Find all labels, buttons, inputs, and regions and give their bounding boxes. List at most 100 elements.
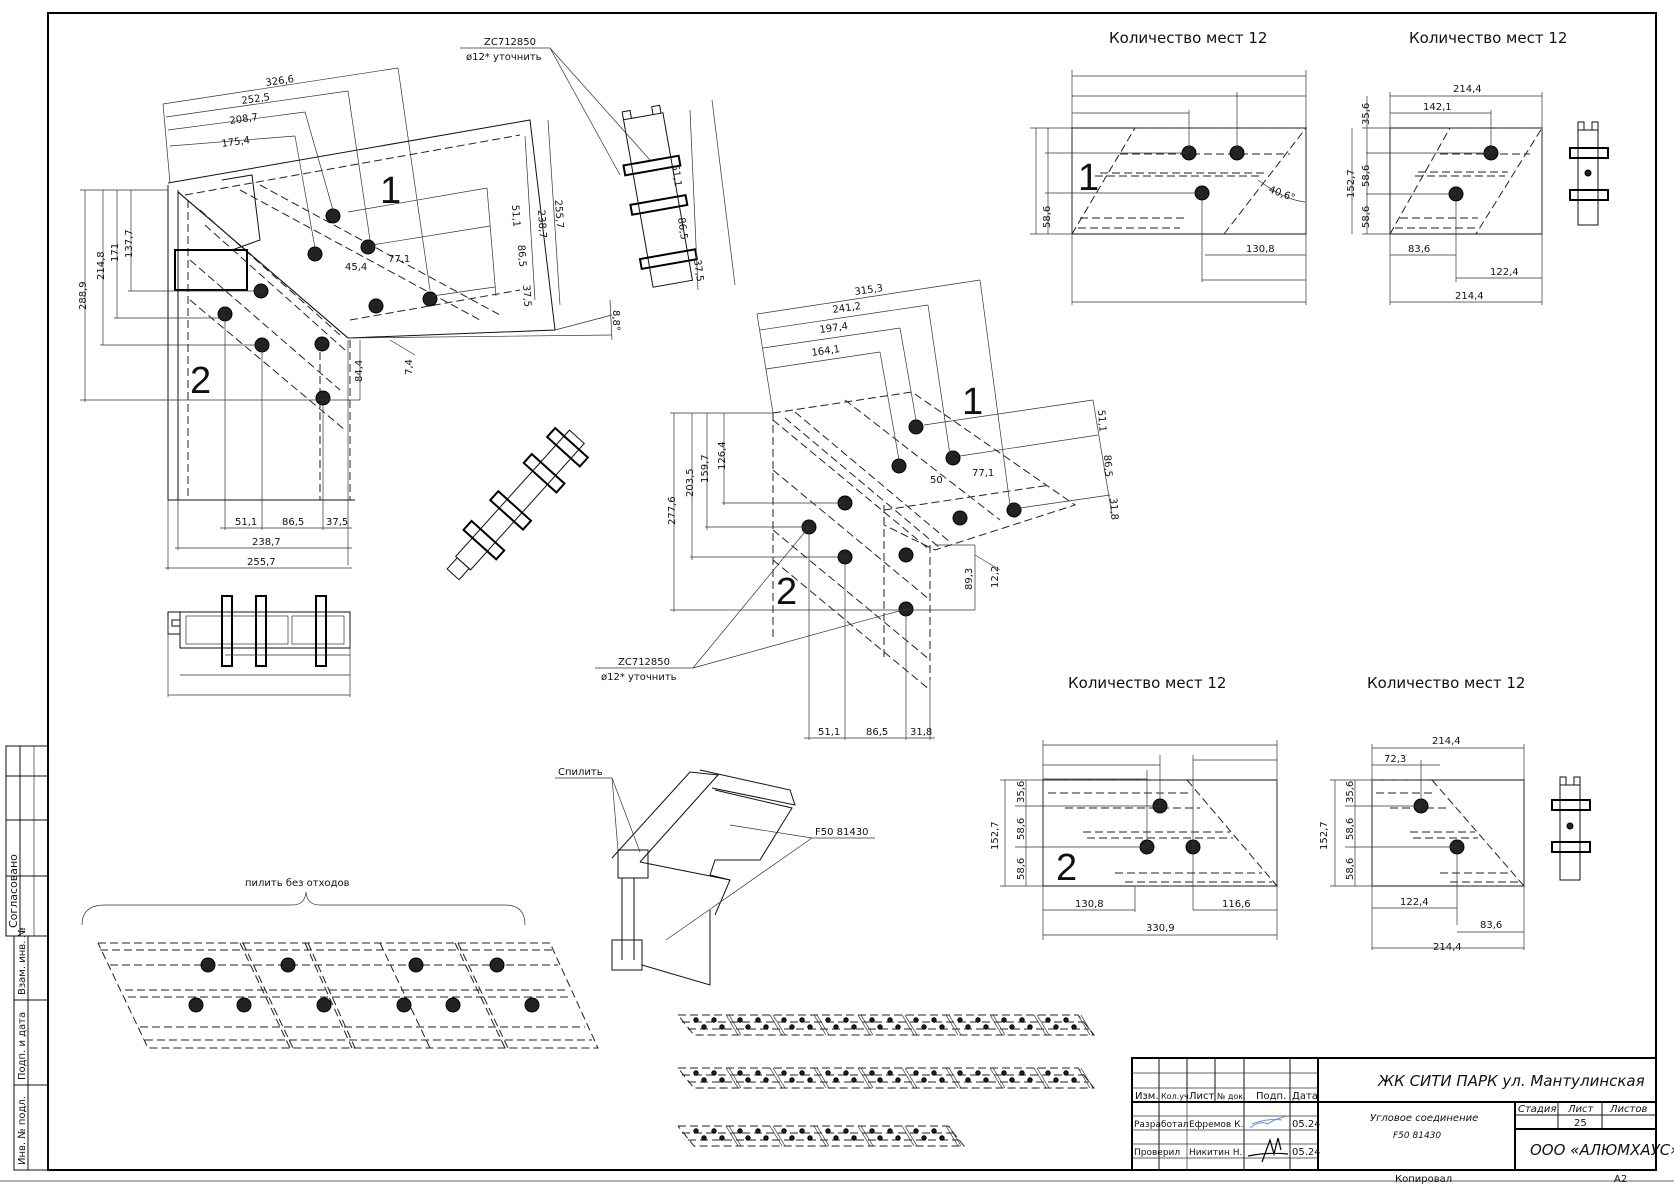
sheets-label: Листов xyxy=(1609,1104,1647,1115)
part-2b-dim-58-6-a: 58,6 xyxy=(1345,818,1356,840)
strip-hole xyxy=(763,1077,769,1083)
strip-hole xyxy=(781,1128,787,1134)
part-1b-dim-122-4: 122,4 xyxy=(1490,267,1519,278)
center-dim-89-3: 89,3 xyxy=(964,568,975,590)
strip-hole xyxy=(1063,1017,1069,1023)
part-2b-dim-72-3: 72,3 xyxy=(1384,754,1406,765)
center-part-label-1: 1 xyxy=(962,381,983,423)
strip-hole xyxy=(851,1135,857,1141)
center-dim-86-5-right: 86,5 xyxy=(1101,454,1114,477)
strip-hole xyxy=(939,1077,945,1083)
strip-hole xyxy=(1027,1077,1033,1083)
part-1b-dim-214-4-bottom: 214,4 xyxy=(1455,291,1484,302)
cut-strip xyxy=(677,1067,1096,1089)
side-stamp: Согласовано Взам. инв. № Подп. и дата Ин… xyxy=(5,745,49,1171)
center-dim-203-5: 203,5 xyxy=(685,468,696,497)
stage-label: Стадия xyxy=(1518,1104,1556,1115)
strip-hole xyxy=(763,1024,769,1030)
dim-255-7-bottom: 255,7 xyxy=(247,557,276,568)
drawing-title-line2: F50 81430 xyxy=(1393,1131,1441,1141)
dim-7-4: 7,4 xyxy=(404,359,415,375)
strip-hole xyxy=(781,1017,787,1023)
strip-hole xyxy=(1071,1024,1077,1030)
strip-hole xyxy=(737,1017,743,1023)
drawing-title-line1: Угловое соединение xyxy=(1370,1113,1478,1124)
dim-86-5-right: 86,5 xyxy=(515,244,528,267)
part-1a-dim-130-8: 130,8 xyxy=(1246,244,1275,255)
strip-hole xyxy=(701,1024,707,1030)
dim-51-1-right: 51,1 xyxy=(509,204,522,227)
strip-hole xyxy=(799,1128,805,1134)
center-dim-12-2: 12,2 xyxy=(990,566,1001,588)
strip-hole xyxy=(711,1017,717,1023)
cut-no-waste-note: пилить без отходов xyxy=(245,878,350,889)
strip-hole xyxy=(895,1024,901,1030)
strip-hole xyxy=(755,1070,761,1076)
part-1b-dim-58-6-a: 58,6 xyxy=(1361,165,1372,187)
strip-hole xyxy=(913,1128,919,1134)
center-dim-51-1-bottom: 51,1 xyxy=(818,727,840,738)
part-2a-dim-58-6-a: 58,6 xyxy=(1016,818,1027,840)
profile-section-vertical xyxy=(621,104,699,288)
center-dim-50: 50 xyxy=(930,475,943,486)
cut-strip xyxy=(677,1014,1096,1036)
dim-171: 171 xyxy=(110,243,121,262)
strip-hole xyxy=(851,1077,857,1083)
strip-hole xyxy=(975,1017,981,1023)
strip-hole xyxy=(895,1077,901,1083)
strip-hole xyxy=(701,1135,707,1141)
strip-hole xyxy=(1019,1070,1025,1076)
strip-hole xyxy=(913,1017,919,1023)
profile-section-diagonal xyxy=(446,426,590,581)
part-2b-dim-83-6: 83,6 xyxy=(1480,920,1502,931)
strip-hole xyxy=(1053,1024,1059,1030)
part-2a-dim-58-6-b: 58,6 xyxy=(1016,858,1027,880)
dim-326-6: 326,6 xyxy=(265,74,295,89)
strip-hole xyxy=(843,1128,849,1134)
strip-hole xyxy=(851,1024,857,1030)
strip-hole xyxy=(737,1128,743,1134)
dim-37-5-bottom: 37,5 xyxy=(326,517,348,528)
sheet-format: A2 xyxy=(1614,1174,1627,1185)
strip-hole xyxy=(825,1070,831,1076)
tb-header-kolich: Кол.уч. xyxy=(1161,1092,1191,1101)
strip-hole xyxy=(719,1135,725,1141)
strip-hole xyxy=(983,1077,989,1083)
center-dim-277-6: 277,6 xyxy=(667,496,678,525)
strip-hole xyxy=(833,1077,839,1083)
profile-section-horizontal xyxy=(167,595,351,697)
strip-hole xyxy=(869,1017,875,1023)
sheet-frame xyxy=(47,12,1657,1171)
anchor-mid-note: ø12* уточнить xyxy=(601,672,677,683)
strip-hole xyxy=(825,1128,831,1134)
part-1b-dim-35-6: 35,6 xyxy=(1361,103,1372,125)
sheet-label: Лист xyxy=(1567,1104,1595,1115)
strip-hole xyxy=(931,1128,937,1134)
strip-hole xyxy=(1053,1077,1059,1083)
strip-hole xyxy=(887,1017,893,1023)
strip-hole xyxy=(887,1128,893,1134)
strip-hole xyxy=(931,1017,937,1023)
dim-208-7: 208,7 xyxy=(229,112,259,127)
part-label-2: 2 xyxy=(190,360,211,402)
anchor-mid-code: ZC712850 xyxy=(618,657,670,668)
strip-hole xyxy=(877,1024,883,1030)
tb-date-checked: 05.24 xyxy=(1292,1147,1321,1158)
strip-hole xyxy=(719,1077,725,1083)
strip-hole xyxy=(789,1135,795,1141)
signature-developer xyxy=(1249,1115,1289,1129)
tb-name-checker: Никитин Н. xyxy=(1189,1148,1242,1158)
sign-date-label: Подп. и дата xyxy=(17,1012,28,1080)
center-dim-31-8-bottom: 31,8 xyxy=(910,727,932,738)
center-dim-241-2: 241,2 xyxy=(832,301,862,316)
tb-name-developer: Ефремов К. xyxy=(1189,1120,1243,1130)
strip-hole xyxy=(921,1135,927,1141)
tb-header-izm: Изм. xyxy=(1135,1091,1159,1102)
strip-hole xyxy=(1063,1070,1069,1076)
part-1a-dim-58-6: 58,6 xyxy=(1042,206,1053,228)
cut-strip xyxy=(677,1125,966,1147)
anchor-top-note: ø12* уточнить xyxy=(466,52,542,63)
strip-hole xyxy=(939,1135,945,1141)
strip-hole xyxy=(701,1077,707,1083)
vert-dim-37-5: 37,5 xyxy=(691,259,705,283)
